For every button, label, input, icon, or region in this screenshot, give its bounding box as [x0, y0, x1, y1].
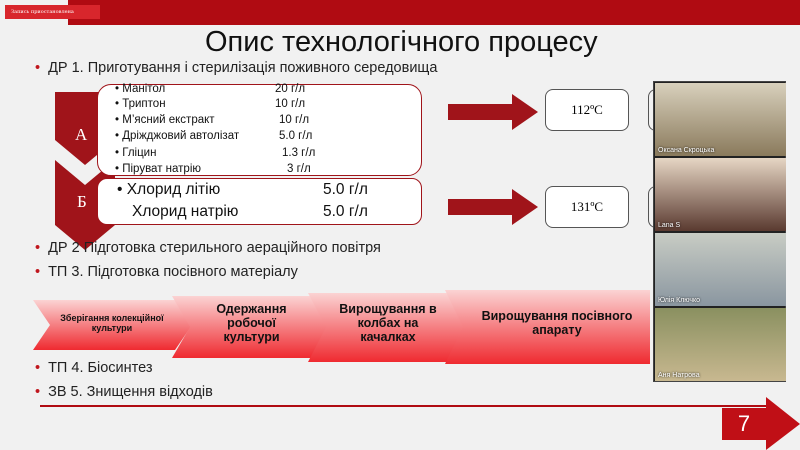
- process-step: Вирощування в колбах на качалках: [339, 302, 437, 344]
- stage-b-letter: Б: [77, 192, 87, 211]
- slide-title: Опис технологічного процесу: [205, 26, 598, 58]
- page-number: 7: [722, 408, 766, 440]
- video-tile[interactable]: Lana S: [655, 158, 786, 231]
- step-shape: [172, 296, 333, 358]
- video-gallery[interactable]: Оксана Скроцька Lana S Юлія Ключко Аня Н…: [653, 81, 786, 382]
- video-tile[interactable]: Юлія Ключко: [655, 233, 786, 306]
- step-shape: [445, 290, 650, 364]
- bullet-dr1: ДР 1. Приготування і стерилізація поживн…: [35, 60, 437, 76]
- step-shape: [308, 293, 468, 362]
- divider: [40, 405, 770, 407]
- bullet-tp3: ТП 3. Підготовка посівного матеріалу: [35, 264, 298, 280]
- process-step: Зберігання колекційної культури: [60, 313, 164, 333]
- temperature-b: 131ºC: [545, 186, 629, 228]
- process-step: Вирощування посівного апарату: [481, 309, 633, 337]
- bullet-zv5: ЗВ 5. Знищення відходів: [35, 384, 213, 400]
- stage-b-box: [97, 178, 422, 225]
- recording-paused-banner: Запись приостановлена: [5, 5, 100, 19]
- process-flow: [33, 290, 650, 364]
- video-tile[interactable]: Аня Натрова: [655, 308, 786, 381]
- next-slide-arrow-icon[interactable]: [766, 397, 800, 450]
- arrow-right-icon: [448, 189, 538, 225]
- stage-a-box: [97, 84, 422, 176]
- step-shape: [33, 300, 192, 350]
- bullet-tp4: ТП 4. Біосинтез: [35, 360, 152, 376]
- process-step: Одержання робочої культури: [216, 302, 287, 344]
- arrow-right-icon: [448, 94, 538, 130]
- stage-a-letter: А: [75, 125, 88, 144]
- top-bar: [68, 0, 800, 25]
- video-tile[interactable]: Оксана Скроцька: [655, 83, 786, 156]
- temperature-a: 112ºC: [545, 89, 629, 131]
- bullet-dr2: ДР 2 Підготовка стерильного аераційного …: [35, 240, 381, 256]
